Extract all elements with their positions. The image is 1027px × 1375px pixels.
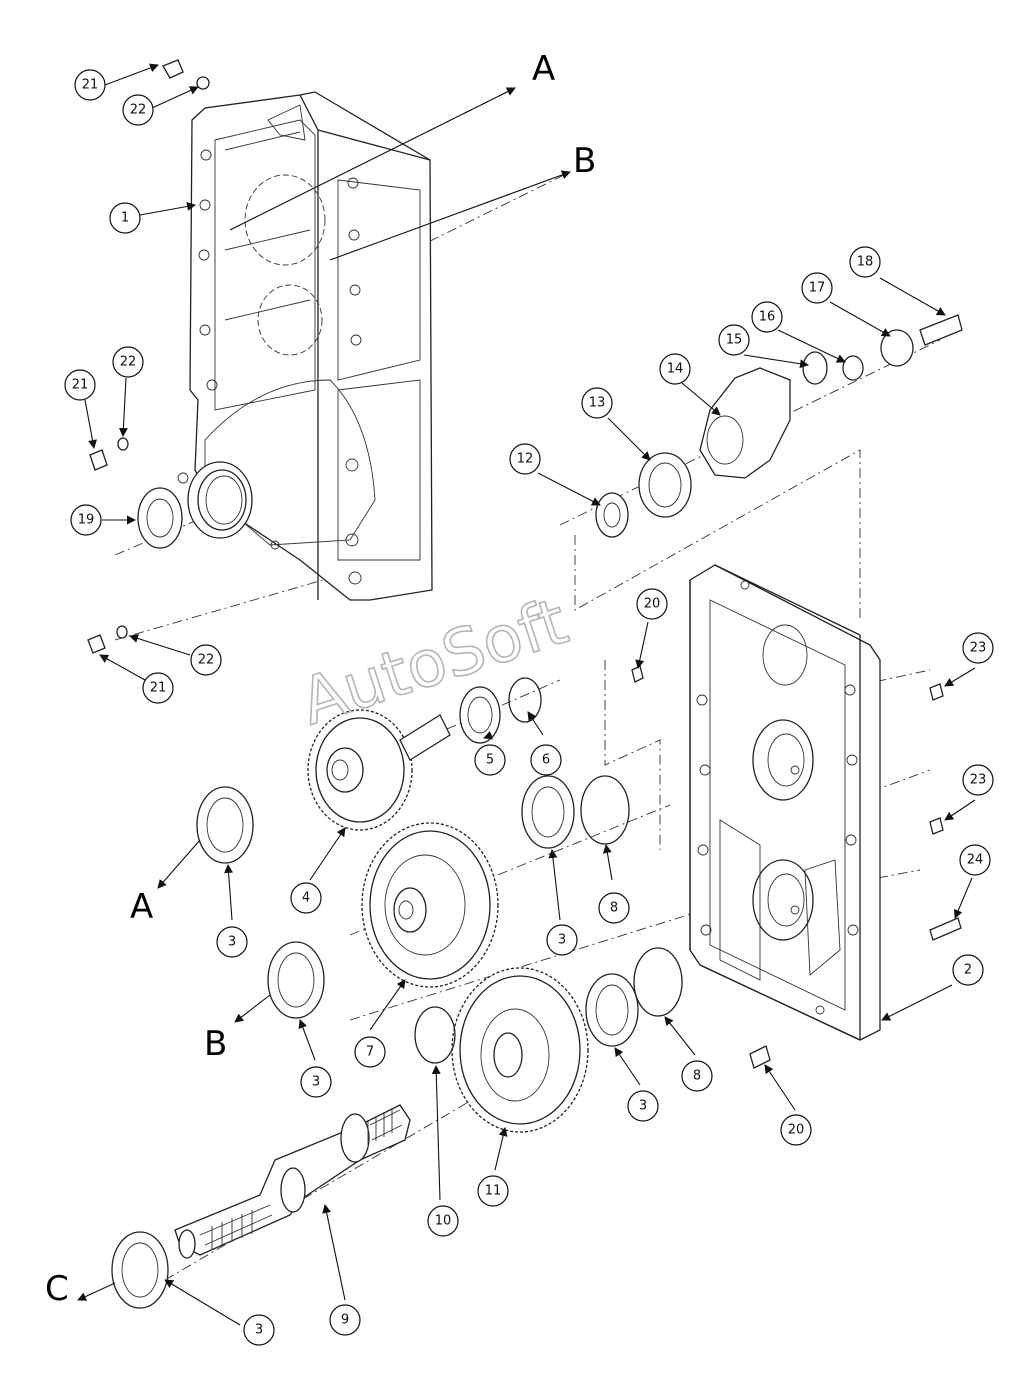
svg-text:1: 1 — [121, 211, 129, 226]
svg-text:22: 22 — [130, 103, 147, 118]
callout-18: 18 — [849, 246, 881, 278]
svg-text:15: 15 — [726, 333, 743, 348]
callout-3-a: 3 — [216, 926, 248, 958]
svg-text:20: 20 — [788, 1123, 805, 1138]
section-letter-a-top: A — [532, 49, 555, 89]
svg-text:7: 7 — [366, 1045, 374, 1060]
rear-cover-part-2 — [689, 564, 881, 1041]
section-letter-b-left: B — [204, 1024, 227, 1064]
shaft-part-9 — [174, 1104, 411, 1259]
callout-22-mid: 22 — [112, 346, 144, 378]
svg-text:3: 3 — [228, 935, 236, 950]
svg-text:11: 11 — [485, 1184, 502, 1199]
callout-20-top: 20 — [636, 588, 668, 620]
svg-text:3: 3 — [639, 1099, 647, 1114]
gear-part-7 — [361, 822, 499, 988]
callout-8-upper: 8 — [598, 892, 630, 924]
callout-3-d: 3 — [627, 1090, 659, 1122]
svg-text:3: 3 — [255, 1323, 263, 1338]
svg-text:20: 20 — [644, 597, 661, 612]
callout-1: 1 — [109, 202, 141, 234]
svg-text:4: 4 — [302, 891, 310, 906]
callout-11: 11 — [477, 1175, 509, 1207]
gear-part-4 — [307, 709, 451, 831]
callout-3-b: 3 — [546, 924, 578, 956]
svg-text:21: 21 — [72, 378, 89, 393]
svg-text:10: 10 — [435, 1214, 452, 1229]
svg-text:22: 22 — [198, 653, 215, 668]
svg-text:22: 22 — [120, 355, 137, 370]
callout-4: 4 — [290, 882, 322, 914]
svg-text:3: 3 — [558, 933, 566, 948]
leader-lines — [84, 63, 976, 1326]
callout-23-top: 23 — [962, 632, 994, 664]
svg-text:16: 16 — [759, 310, 776, 325]
svg-text:19: 19 — [78, 513, 95, 528]
callout-24: 24 — [959, 844, 991, 876]
callout-6: 6 — [530, 744, 562, 776]
bearing-parts-3 — [111, 775, 639, 1309]
callout-7: 7 — [354, 1036, 386, 1068]
callout-22-low: 22 — [190, 644, 222, 676]
callout-16: 16 — [751, 301, 783, 333]
watermark-text: AutoSoft — [292, 585, 576, 740]
upper-housing-part-1 — [177, 91, 433, 601]
section-letter-b-top: B — [573, 141, 596, 181]
callout-8-lower: 8 — [681, 1060, 713, 1092]
callout-13: 13 — [581, 387, 613, 419]
svg-text:14: 14 — [667, 362, 684, 377]
callout-10: 10 — [427, 1205, 459, 1237]
svg-text:23: 23 — [970, 641, 987, 656]
svg-text:13: 13 — [589, 396, 606, 411]
gear-part-11 — [451, 967, 589, 1133]
svg-text:6: 6 — [542, 753, 550, 768]
svg-text:3: 3 — [312, 1075, 320, 1090]
callout-15: 15 — [718, 324, 750, 356]
callout-3-c: 3 — [300, 1066, 332, 1098]
callout-3-e: 3 — [243, 1314, 275, 1346]
svg-text:21: 21 — [82, 78, 99, 93]
svg-text:18: 18 — [857, 255, 874, 270]
svg-text:5: 5 — [486, 753, 494, 768]
svg-text:8: 8 — [693, 1069, 701, 1084]
svg-text:8: 8 — [610, 901, 618, 916]
callout-19: 19 — [70, 504, 102, 536]
svg-text:12: 12 — [517, 452, 534, 467]
svg-text:24: 24 — [967, 853, 984, 868]
svg-text:21: 21 — [150, 681, 167, 696]
small-parts — [87, 59, 963, 1069]
section-letters: A B A B C — [45, 49, 596, 1309]
svg-text:9: 9 — [341, 1313, 349, 1328]
callout-14: 14 — [659, 353, 691, 385]
callout-23-mid: 23 — [962, 764, 994, 796]
callout-21-top: 21 — [74, 69, 106, 101]
callout-20-low: 20 — [780, 1114, 812, 1146]
section-letter-c-left: C — [45, 1269, 69, 1309]
callout-22-top: 22 — [122, 94, 154, 126]
callout-2: 2 — [952, 954, 984, 986]
svg-text:17: 17 — [809, 281, 826, 296]
section-letter-a-left: A — [130, 887, 153, 927]
callout-17: 17 — [801, 272, 833, 304]
svg-text:2: 2 — [964, 963, 972, 978]
callout-9: 9 — [329, 1304, 361, 1336]
callout-21-low: 21 — [142, 672, 174, 704]
svg-text:23: 23 — [970, 773, 987, 788]
callout-12: 12 — [509, 443, 541, 475]
callout-5: 5 — [474, 744, 506, 776]
callout-21-mid: 21 — [64, 369, 96, 401]
